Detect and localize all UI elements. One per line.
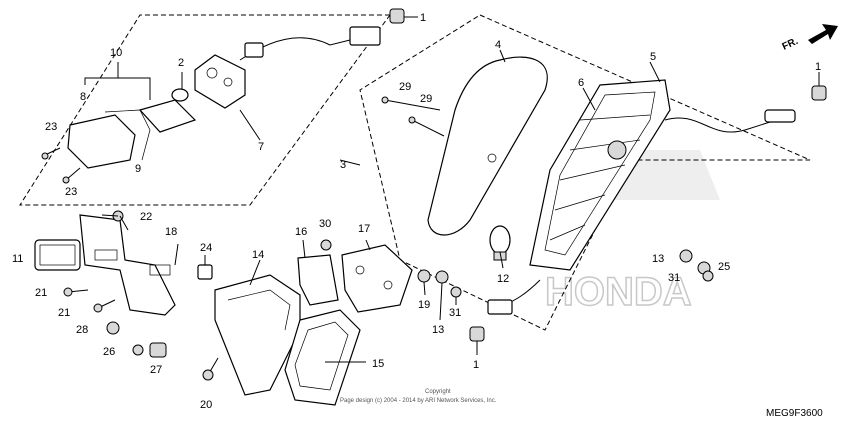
label-17[interactable]: 17 (358, 223, 370, 235)
license-light-socket[interactable] (194, 26, 381, 109)
screw-part-29-a[interactable] (381, 96, 441, 111)
socket-connector[interactable] (487, 299, 513, 315)
screw-part-23-b[interactable] (62, 167, 81, 184)
washer-part-19[interactable] (417, 269, 431, 283)
lens-plate-part-10[interactable] (138, 99, 197, 133)
leader-lines (101, 49, 661, 363)
label-23-b[interactable]: 23 (65, 186, 77, 198)
label-12[interactable]: 12 (497, 273, 509, 285)
license-cover-part-14[interactable] (214, 274, 301, 396)
clip-part-24[interactable] (197, 264, 213, 280)
label-5[interactable]: 5 (650, 51, 656, 63)
screw-part-23-a[interactable] (41, 147, 61, 160)
label-18[interactable]: 18 (165, 226, 177, 238)
screw-part-29-b[interactable] (408, 116, 445, 137)
copyright-line-1: Copyright (425, 389, 451, 395)
label-28[interactable]: 28 (76, 324, 88, 336)
leader-10 (84, 77, 151, 100)
label-21-a[interactable]: 21 (35, 287, 47, 299)
bolt-part-20[interactable] (202, 357, 219, 381)
collar-part-27[interactable] (149, 342, 167, 358)
label-11[interactable]: 11 (12, 253, 23, 265)
front-direction-arrow: FR. (781, 24, 838, 53)
label-22[interactable]: 22 (140, 211, 152, 223)
label-9[interactable]: 9 (135, 163, 141, 175)
label-31-right[interactable]: 31 (668, 272, 680, 284)
tail-light-connector[interactable] (764, 109, 796, 123)
bolt-part-21-b[interactable] (93, 299, 116, 313)
part-labels: 1 1 1 2 3 4 5 6 7 8 9 10 11 12 13 13 14 … (12, 12, 821, 411)
tail-light-wire (664, 117, 771, 133)
label-15[interactable]: 15 (372, 358, 384, 370)
label-31-center[interactable]: 31 (449, 307, 461, 319)
label-29-a[interactable]: 29 (399, 81, 411, 93)
label-24[interactable]: 24 (200, 242, 212, 254)
grommet-part-1-top[interactable] (389, 8, 418, 24)
label-1-right[interactable]: 1 (815, 61, 821, 73)
bulb-part-12[interactable] (489, 225, 511, 261)
assembly-7-outline (19, 14, 391, 206)
diagram-code: MEG9F3600 (766, 408, 823, 419)
label-6[interactable]: 6 (578, 77, 584, 89)
nut-part-31-right[interactable] (702, 270, 714, 282)
label-19[interactable]: 19 (418, 299, 430, 311)
bulb-part-2[interactable] (171, 72, 189, 102)
nut-part-31-center[interactable] (450, 286, 462, 298)
bracket-part-17[interactable] (341, 244, 413, 313)
label-16[interactable]: 16 (295, 226, 307, 238)
tail-light-housing-part-5[interactable] (529, 79, 671, 271)
label-13-right[interactable]: 13 (652, 253, 664, 265)
label-10[interactable]: 10 (110, 47, 122, 59)
washer-part-26[interactable] (132, 344, 144, 356)
seal-part-15[interactable] (284, 309, 361, 406)
license-light-lens-part-8[interactable] (67, 109, 151, 169)
assembly-3-outline (359, 14, 811, 331)
label-2[interactable]: 2 (178, 57, 184, 69)
label-14[interactable]: 14 (252, 249, 264, 261)
nut-part-28[interactable] (106, 321, 120, 335)
label-23-a[interactable]: 23 (45, 121, 57, 133)
label-1-bottom[interactable]: 1 (473, 359, 479, 371)
label-21-b[interactable]: 21 (58, 307, 70, 319)
label-26[interactable]: 26 (103, 346, 115, 358)
watermark-text: HONDA (545, 270, 692, 314)
grommet-part-1-bottom[interactable] (469, 326, 485, 355)
label-20[interactable]: 20 (200, 399, 212, 411)
license-bracket-part-18[interactable] (79, 214, 176, 316)
grommet-part-1-right[interactable] (811, 72, 827, 101)
nut-part-13-right[interactable] (679, 249, 693, 263)
label-27[interactable]: 27 (150, 364, 162, 376)
label-1-top[interactable]: 1 (420, 12, 426, 24)
label-7[interactable]: 7 (258, 141, 264, 153)
label-29-b[interactable]: 29 (420, 93, 432, 105)
direction-label: FR. (781, 36, 800, 53)
bolt-part-21-a[interactable] (63, 287, 89, 297)
label-13-center[interactable]: 13 (432, 324, 444, 336)
reflector-part-11[interactable] (34, 239, 81, 271)
nut-part-13-center[interactable] (435, 270, 449, 284)
copyright-line-2: Page design (c) 2004 - 2014 by ARI Netwo… (340, 398, 497, 404)
label-3[interactable]: 3 (340, 159, 346, 171)
tail-lens-part-4[interactable] (427, 56, 548, 236)
label-25[interactable]: 25 (718, 261, 730, 273)
label-30[interactable]: 30 (319, 218, 331, 230)
label-4[interactable]: 4 (495, 39, 501, 51)
label-8[interactable]: 8 (80, 91, 86, 103)
bracket-part-16[interactable] (297, 254, 339, 306)
nut-part-30[interactable] (320, 239, 332, 251)
